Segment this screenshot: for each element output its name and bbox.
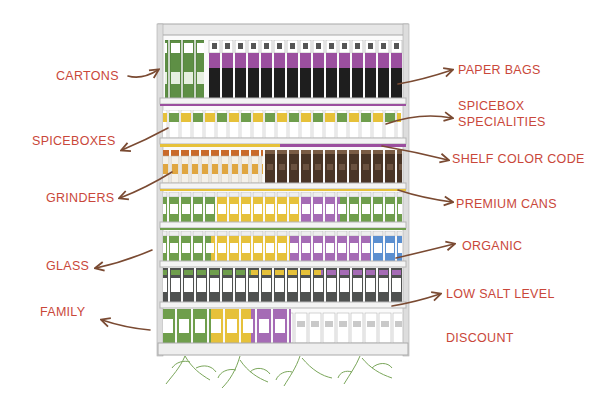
cartons <box>165 40 204 98</box>
shelf-header <box>158 24 408 35</box>
organic-jars <box>370 231 402 261</box>
shelf-row <box>163 268 402 302</box>
herb-sketch <box>338 356 392 384</box>
shelf-plank <box>160 98 406 104</box>
family-jars <box>251 309 291 343</box>
shelf-plank <box>160 261 406 267</box>
family-jars <box>163 309 211 343</box>
leader-arrow <box>398 70 452 84</box>
color-code-strip <box>160 144 280 147</box>
shelf-row <box>163 150 402 183</box>
leader-arrow <box>122 128 168 150</box>
organic-jars <box>290 231 370 261</box>
shelf-plank <box>160 183 406 189</box>
herb-sketch <box>218 356 270 388</box>
leader-arrow <box>382 146 448 160</box>
discount-boxes <box>291 309 402 343</box>
leader-arrow <box>96 250 152 268</box>
jars <box>300 192 340 222</box>
herb-sketch <box>276 356 332 386</box>
leader-arrow <box>396 244 454 258</box>
shelf-row <box>163 309 402 343</box>
callout-label: DISCOUNT <box>446 330 514 346</box>
herb-sketch <box>166 356 392 388</box>
leader-arrows <box>96 70 454 330</box>
callout-label: ORGANIC <box>462 238 522 254</box>
leader-arrow <box>386 116 452 124</box>
glass-bottles <box>163 268 251 302</box>
leader-arrow <box>102 320 150 330</box>
glass-bottles <box>321 268 402 302</box>
glass-bottles <box>251 268 321 302</box>
herb-sketch <box>166 356 216 384</box>
color-code-strip <box>160 104 406 106</box>
organic-jars <box>211 231 290 261</box>
organic-jars <box>163 231 211 261</box>
jars <box>163 192 216 222</box>
paper-bags <box>208 40 403 98</box>
callout-label: LOW SALT LEVEL <box>446 286 555 302</box>
callout-label: GRINDERS <box>46 190 114 206</box>
spiceboxes <box>163 110 401 138</box>
shelf-row <box>165 40 403 98</box>
shelf-plank <box>160 138 406 144</box>
jars <box>340 192 402 222</box>
leader-arrow <box>398 190 452 202</box>
leader-arrow <box>120 172 172 198</box>
color-code-strip <box>160 228 406 230</box>
callout-label: CARTONS <box>56 68 119 84</box>
jars <box>216 192 300 222</box>
callout-label: SPICEBOX SPECIALITIES <box>458 98 570 130</box>
callout-label: SHELF COLOR CODE <box>452 151 585 167</box>
shelf-base <box>158 343 408 355</box>
premium-cans <box>264 150 402 183</box>
grinders <box>163 150 263 183</box>
leader-arrow <box>128 70 158 77</box>
callout-label: PAPER BAGS <box>458 62 541 78</box>
callout-label: FAMILY <box>40 304 85 320</box>
shelf-row <box>163 192 402 222</box>
leader-arrow <box>392 294 440 306</box>
shelf-plank <box>160 222 406 228</box>
callout-label: GLASS <box>46 258 89 274</box>
shelf-row <box>163 231 402 261</box>
callout-label: PREMIUM CANS <box>456 196 557 212</box>
shelf-plank <box>160 302 406 308</box>
callout-label: SPICEBOXES <box>32 133 116 149</box>
family-jars <box>211 309 251 343</box>
color-code-strip <box>160 189 406 191</box>
shelf-row <box>163 110 401 138</box>
